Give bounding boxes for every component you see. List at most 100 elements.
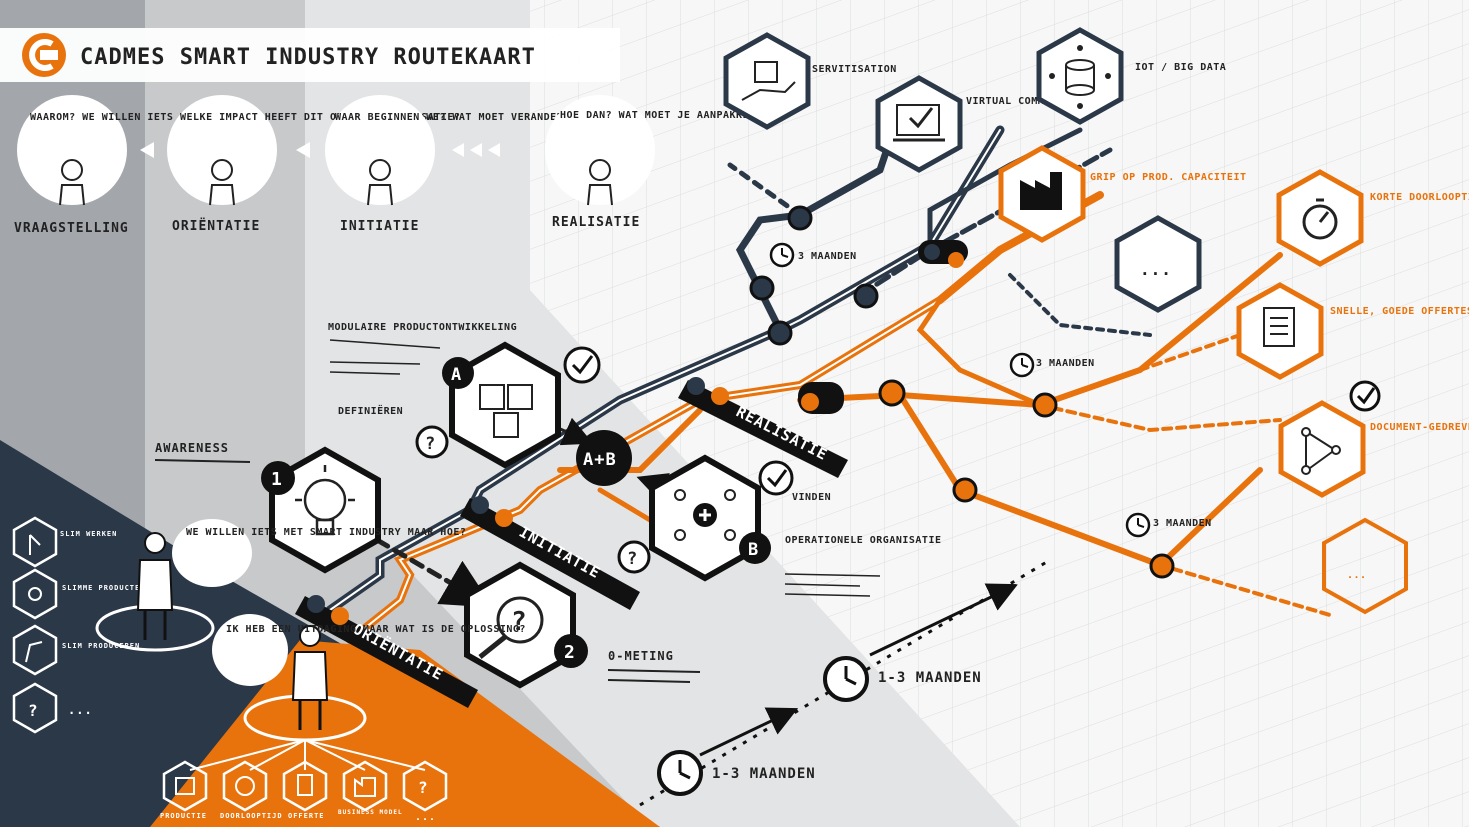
bottom-item-label: DOORLOOPTIJD	[220, 812, 283, 820]
check-icon	[766, 469, 788, 488]
person-icon	[209, 159, 235, 206]
speech-bubble: WE WILLEN IETS MET SMART INDUSTRY MAAR H…	[172, 519, 466, 587]
left-item-label: SLIM PRODUCEREN	[62, 642, 140, 650]
speech-bubble: IK HEB EEN UITDAGING MAAR WAT IS DE OPLO…	[212, 614, 526, 686]
timer-3: 3 MAANDEN	[1125, 512, 1211, 538]
cadmes-logo-icon	[22, 33, 66, 77]
left-item-slim-werken: SLIM WERKEN	[12, 516, 116, 568]
phase-initiatie: WAAR BEGINNEN WE? WAT MOET VERANDEREN? I…	[325, 95, 582, 234]
bottom-item-label: BUSINESS MODEL	[338, 809, 403, 816]
cycle-icon	[235, 776, 255, 796]
speech-text: IK HEB EEN UITDAGING MAAR WAT IS DE OPLO…	[226, 624, 526, 635]
band-navy	[0, 440, 660, 827]
step-label: OPERATIONELE ORGANISATIE	[785, 535, 942, 546]
clock-icon	[657, 750, 703, 796]
left-item-label: ...	[68, 703, 93, 717]
timer-label: 3 MAANDEN	[1036, 358, 1095, 369]
question-icon: ?	[425, 434, 436, 454]
bottom-item-label: PRODUCTIE	[160, 812, 207, 820]
bottom-item-doorlooptijd: DOORLOOPTIJD	[220, 760, 283, 820]
flow-icon	[1301, 427, 1341, 475]
question-icon: ?	[28, 701, 39, 720]
step-sub: DEFINIËREN	[338, 403, 403, 417]
database-network-icon	[1049, 45, 1111, 109]
phase-vraagstelling: WAAROM? WE WILLEN IETS VRAAGSTELLING	[14, 95, 173, 236]
step-number: 1	[271, 469, 283, 490]
phase-label: VRAAGSTELLING	[14, 221, 129, 236]
step-awareness: 1 AWARENESS	[154, 441, 381, 574]
step-number: B	[748, 540, 759, 560]
document-icon	[1263, 307, 1295, 347]
goal-virtual-commissioning: VIRTUAL COMMISSIONING	[875, 75, 1103, 173]
title-bar: CADMES SMART INDUSTRY ROUTEKAART	[0, 28, 620, 82]
bottom-item-label: ...	[415, 812, 436, 823]
goal-label: ...	[1140, 260, 1172, 279]
check-icon	[571, 355, 594, 375]
bottom-item-business-model: BUSINESS MODEL	[338, 760, 403, 816]
step-label: 0-METING	[608, 649, 674, 663]
network-icon	[28, 587, 42, 601]
phase-realisatie: HOE DAN? WAT MOET JE AANPAKKEN? REALISAT…	[545, 95, 762, 230]
arrow-icon	[140, 142, 154, 158]
step-number: 2	[564, 642, 576, 663]
goal-placeholder-right: ...	[1322, 517, 1408, 615]
person-icon	[587, 159, 613, 206]
goal-label: KORTE DOORLOOPTIJD VAN PROJECTEN	[1370, 192, 1469, 203]
page-title: CADMES SMART INDUSTRY ROUTEKAART	[80, 45, 536, 70]
timer-1: 3 MAANDEN	[769, 242, 856, 268]
step-ab: A+B	[576, 430, 632, 486]
goal-label: ...	[1347, 570, 1367, 581]
speech-text: WE WILLEN IETS MET SMART INDUSTRY MAAR H…	[186, 527, 466, 538]
lightbulb-icon	[295, 465, 355, 536]
person-icon	[59, 159, 85, 206]
station-dots	[749, 205, 1175, 579]
goal-grip-capaciteit: GRIP OP PROD. CAPACITEIT	[998, 145, 1247, 243]
left-item-more: ? ...	[12, 682, 93, 734]
left-panel: SLIM WERKEN SLIMME PRODUCTEN SLIM PRODUC…	[12, 516, 466, 734]
phase-question: HOE DAN? WAT MOET JE AANPAKKEN?	[560, 110, 762, 121]
left-item-slimme-producten: SLIMME PRODUCTEN	[12, 568, 144, 620]
orange-panel: IK HEB EEN UITDAGING MAAR WAT IS DE OPLO…	[160, 614, 526, 823]
magnifier-question-icon: ?	[478, 596, 544, 659]
question-icon: ?	[418, 778, 429, 797]
step-sub: VINDEN	[792, 492, 831, 503]
phase-question: WELKE IMPACT HEEFT DIT OP MIJN ORGANISAT…	[180, 112, 460, 123]
svg-text:?: ?	[511, 607, 528, 637]
document-icon	[297, 774, 313, 796]
step-a: A MODULAIRE PRODUCTONTWIKKELING DEFINIËR…	[328, 322, 601, 469]
goal-servitisation: SERVITISATION	[723, 32, 897, 130]
check-icon	[1356, 387, 1376, 405]
step-b: B OPERATIONELE ORGANISATIE VINDEN ?	[617, 454, 942, 597]
clock-icon	[823, 656, 869, 702]
goal-label: GRIP OP PROD. CAPACITEIT	[1090, 172, 1247, 183]
timeline-label: 1-3 MAANDEN	[878, 670, 982, 686]
bottom-item-productie: PRODUCTIE	[160, 760, 208, 820]
hand-pointer-icon	[29, 534, 41, 555]
step-label: AWARENESS	[155, 441, 229, 455]
person-icon	[291, 625, 329, 730]
monitor-check-icon	[893, 104, 945, 142]
timer-2: 3 MAANDEN	[1009, 352, 1095, 378]
robot-arm-icon	[25, 641, 43, 663]
step-nulmeting: ? 2 0-METING	[464, 561, 701, 689]
box-icon	[175, 777, 195, 795]
bottom-item-label: OFFERTE	[288, 812, 325, 820]
phase-label: REALISATIE	[552, 215, 640, 230]
stopwatch-icon	[1302, 198, 1338, 240]
step-number: A+B	[583, 450, 617, 470]
phase-label: ORIËNTATIE	[172, 218, 260, 234]
person-icon	[367, 159, 393, 206]
phase-label: INITIATIE	[340, 219, 419, 234]
goal-label: SERVITISATION	[812, 64, 897, 75]
goal-placeholder-top: ...	[1114, 215, 1202, 313]
goal-label: SNELLE, GOEDE OFFERTES	[1330, 306, 1469, 317]
band-orange	[150, 640, 660, 827]
bottom-item-offerte: OFFERTE	[282, 760, 328, 820]
factory-icon	[354, 777, 376, 797]
goal-label: VIRTUAL COMMISSIONING	[966, 96, 1103, 107]
modular-blocks-icon	[479, 384, 533, 438]
question-icon: ?	[627, 549, 638, 569]
left-item-slim-produceren: SLIM PRODUCEREN	[12, 624, 140, 676]
